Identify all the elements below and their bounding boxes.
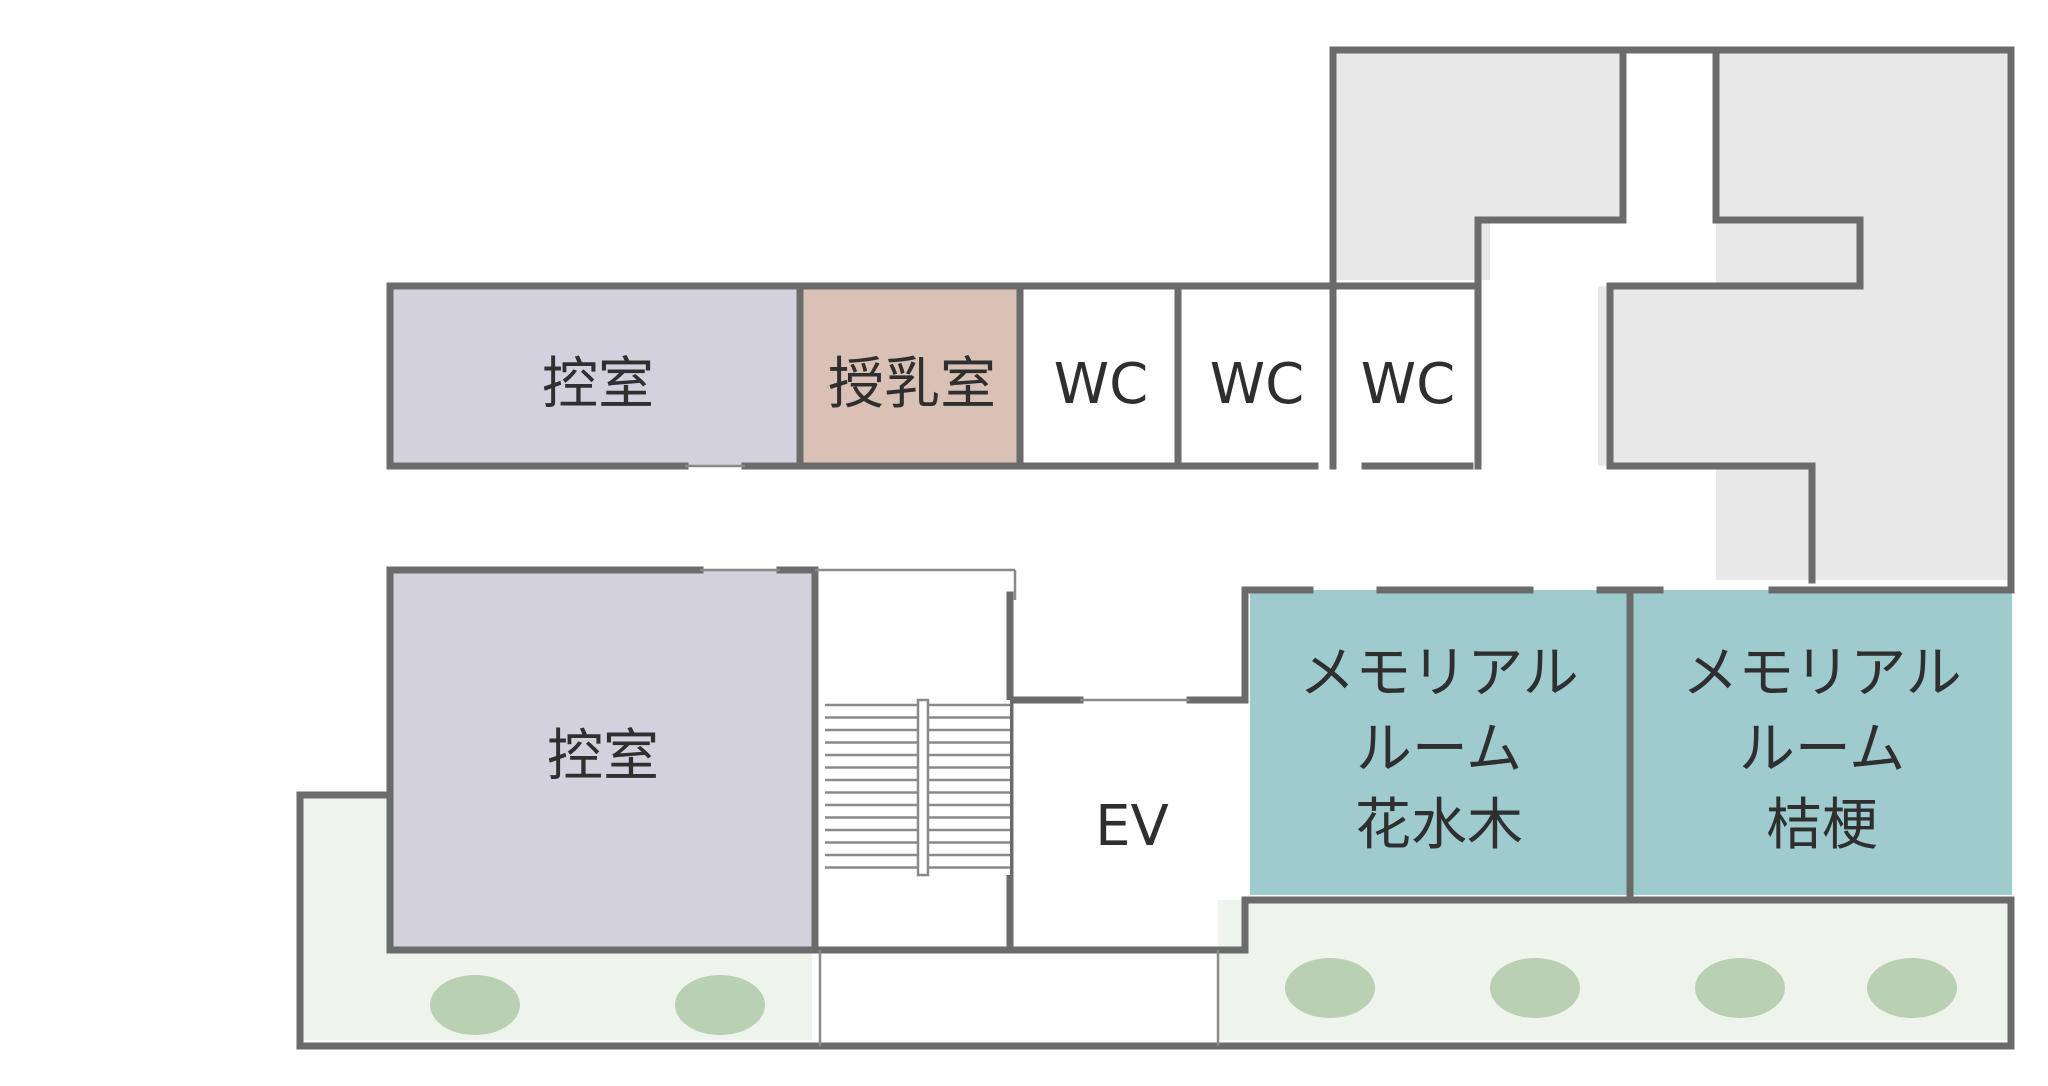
shrub-icon [675,975,765,1035]
waiting-room-lower[interactable] [390,570,815,950]
wc-room-1[interactable] [1020,286,1178,466]
stair-handrail [916,698,930,877]
thin-partitions [685,464,1220,1046]
stairs-icon [825,698,1010,877]
shrub-icon [1490,958,1580,1018]
elevator-label: EV [1095,794,1169,859]
service-area [1333,50,2011,580]
shrub-icon [1867,958,1957,1018]
wc-label-2: WC [1210,352,1304,417]
wc-label-1: WC [1054,352,1148,417]
wc-label-3: WC [1361,352,1455,417]
memorial-room-2-line-3: 桔梗 [1766,793,1878,858]
shrubs [430,958,1957,1035]
memorial-room-2-line-2: ルーム [1739,717,1905,782]
shrub-icon [1695,958,1785,1018]
memorial-room-1-line-3: 花水木 [1355,793,1523,858]
wc-room-2[interactable] [1178,286,1333,466]
room-labels: 控室 授乳室 WC WC WC 控室 EV メモリアル ルーム 花水木 メモリア… [542,352,1962,859]
nursing-room-label: 授乳室 [828,352,996,417]
shrub-icon [430,975,520,1035]
shrub-icon [1285,958,1375,1018]
walls [296,46,2015,1050]
waiting-room-lower-label: 控室 [547,724,659,789]
waiting-room-upper-label: 控室 [542,352,654,417]
memorial-room-1-line-2: ルーム [1356,717,1522,782]
nursing-room[interactable] [800,286,1020,466]
waiting-room-upper[interactable] [390,286,800,466]
memorial-room-2[interactable] [1632,590,2012,895]
memorial-room-1[interactable] [1250,590,1628,895]
wc-room-3[interactable] [1333,286,1478,466]
memorial-room-2-line-1: メモリアル [1682,641,1961,706]
memorial-room-1-line-1: メモリアル [1299,641,1578,706]
